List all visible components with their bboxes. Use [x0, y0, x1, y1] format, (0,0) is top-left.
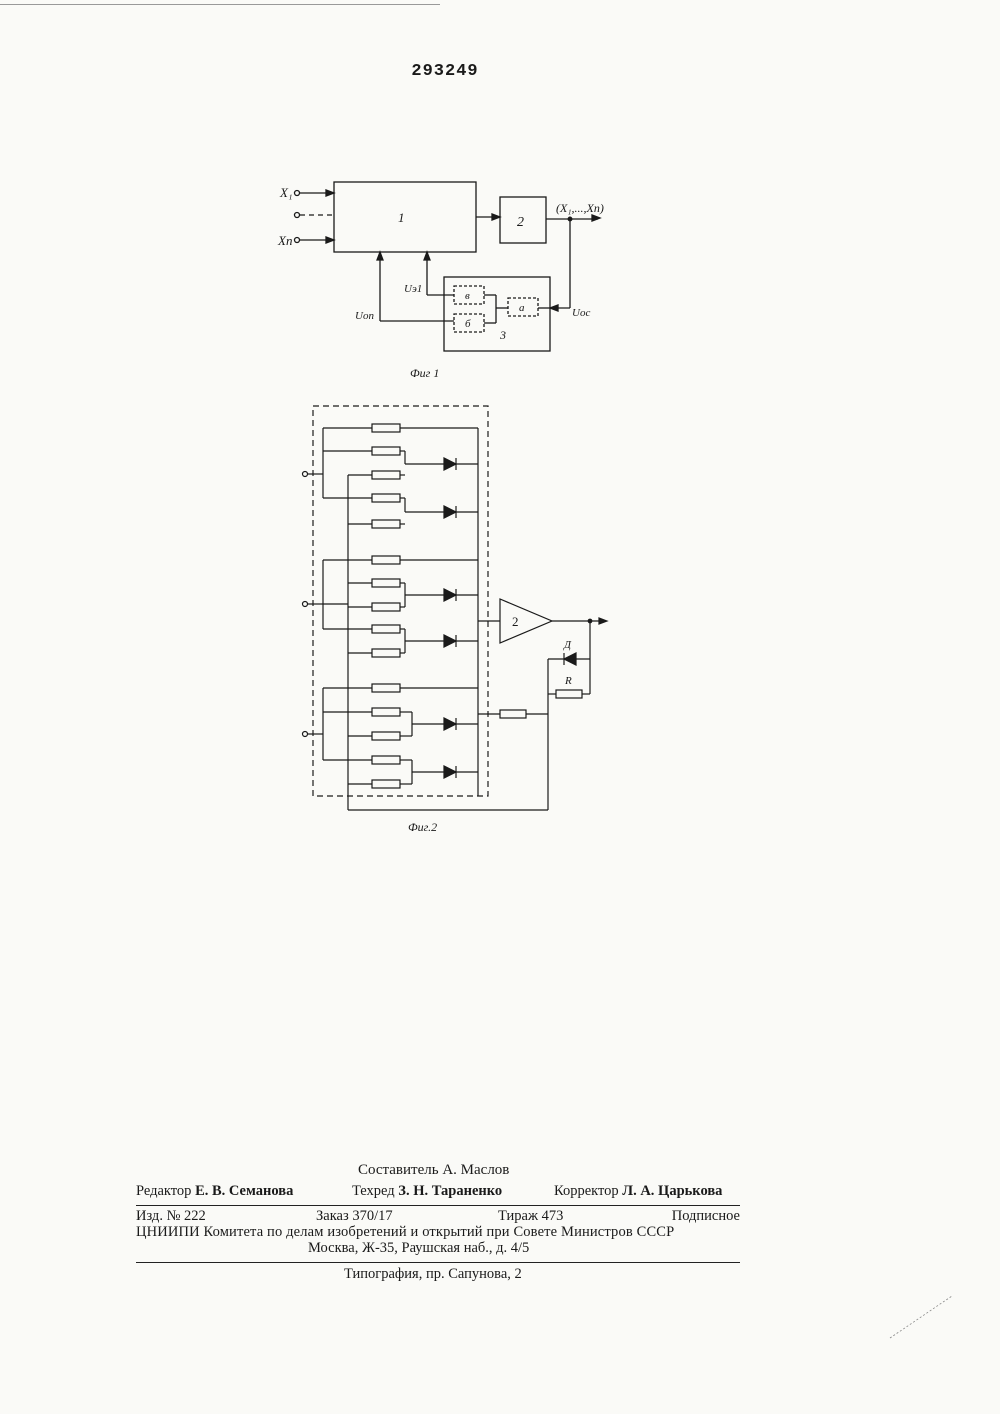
resistor [372, 649, 400, 657]
corrector-label: Корректор [554, 1183, 619, 1199]
imprint-bottom-rule [136, 1262, 740, 1263]
imprint-top-rule [136, 1205, 740, 1206]
x1-label: X₁ [279, 185, 292, 200]
output-label: (X₁,...,Xn) [556, 201, 604, 215]
diode [444, 506, 456, 518]
scan-artifact [880, 1290, 960, 1350]
amplifier [500, 599, 552, 643]
resistor [372, 625, 400, 633]
diode [444, 589, 456, 601]
input-resistor [500, 710, 526, 718]
resistor [372, 424, 400, 432]
compiler-line: Составитель А. Маслов [358, 1162, 509, 1179]
resistor [372, 579, 400, 587]
u-op-label: Uоп [355, 310, 374, 322]
patent-number: 293249 [0, 62, 890, 81]
diode [444, 635, 456, 647]
resistor [372, 756, 400, 764]
top-edge-line [0, 4, 440, 5]
izd-number: Изд. № 222 [136, 1208, 206, 1225]
address-line: Москва, Ж-35, Раушская наб., д. 4/5 [308, 1240, 529, 1257]
sub-b-label: б [465, 318, 471, 330]
techred-name: З. Н. Тараненко [398, 1183, 502, 1199]
resistor [372, 684, 400, 692]
sub-v-label: в [465, 290, 470, 302]
figure-1-block-diagram: X₁ Xn 1 2 (X₁,...,Xn) Uос 3 в б а Uэ [260, 168, 660, 388]
figure-2-caption: Фиг.2 [408, 820, 437, 835]
input-x1: X₁ [279, 185, 334, 200]
subscription-note: Подписное [672, 1208, 740, 1225]
block-1 [334, 182, 476, 252]
diode-d-label: Д [563, 639, 572, 651]
input-terminal-2 [303, 602, 308, 607]
order-number: Заказ 370/17 [316, 1208, 393, 1225]
corrector-name: Л. А. Царькова [622, 1183, 722, 1199]
resistor [372, 447, 400, 455]
credits-row: Редактор Е. В. Семанова Техред З. Н. Тар… [136, 1183, 740, 1201]
xn-label: Xn [277, 233, 292, 248]
resistor [372, 556, 400, 564]
resistor [372, 732, 400, 740]
input-terminal-3 [303, 732, 308, 737]
print-run: Тираж 473 [498, 1208, 563, 1225]
diode [444, 458, 456, 470]
resistor [372, 603, 400, 611]
org-line: ЦНИИПИ Комитета по делам изобретений и о… [136, 1224, 740, 1241]
block-3-label: 3 [499, 328, 506, 342]
figure-2-circuit: 2 Д R [290, 398, 620, 828]
feedback-resistor [556, 690, 582, 698]
resistor [372, 494, 400, 502]
diode [444, 718, 456, 730]
block-1-label: 1 [398, 210, 405, 225]
printer-line: Типография, пр. Сапунова, 2 [344, 1266, 522, 1283]
resistor [372, 780, 400, 788]
input-xn: Xn [277, 233, 334, 248]
resistor-r-label: R [564, 675, 572, 687]
input-terminal-1 [303, 472, 308, 477]
resistor [372, 520, 400, 528]
techred-label: Техред [352, 1183, 395, 1199]
resistor [372, 471, 400, 479]
sub-a-label: а [519, 302, 525, 314]
block-2-label: 2 [517, 215, 524, 230]
figure-1-caption: Фиг 1 [410, 366, 439, 381]
u-os-label: Uос [572, 307, 590, 319]
editor-name: Е. В. Семанова [195, 1183, 293, 1199]
resistor [372, 708, 400, 716]
amplifier-label: 2 [512, 614, 519, 629]
editor-label: Редактор [136, 1183, 191, 1199]
input-dots [295, 213, 335, 218]
feedback-diode [564, 653, 576, 665]
u-e1-label: Uэ1 [404, 283, 422, 295]
diode [444, 766, 456, 778]
